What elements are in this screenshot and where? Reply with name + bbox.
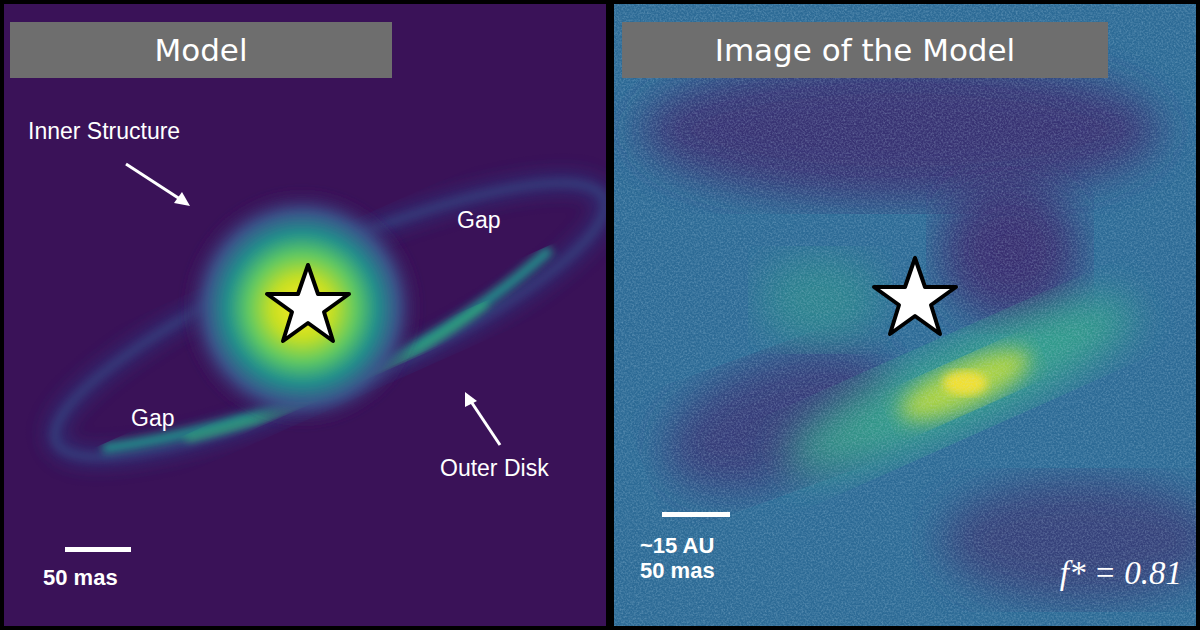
- leader-line: [126, 164, 183, 201]
- star-symbol: [267, 265, 349, 341]
- title-bar: Image of the Model: [622, 22, 1108, 78]
- title-bar: Model: [10, 22, 392, 78]
- scale-label: ~15 AU: [640, 533, 714, 559]
- outer-disk: [28, 136, 606, 504]
- scale-label: 50 mas: [43, 565, 118, 591]
- star-symbol: [874, 258, 956, 334]
- annotation: Inner Structure: [28, 118, 180, 145]
- panel-title: Model: [154, 32, 247, 68]
- scale-bar: [65, 547, 131, 552]
- annotation: Outer Disk: [440, 455, 549, 482]
- annotation: Gap: [457, 207, 500, 234]
- annotation: Gap: [131, 405, 174, 432]
- image-panel: [614, 4, 1196, 626]
- panel-title: Image of the Model: [715, 32, 1015, 68]
- flux-fraction: f* = 0.81: [1060, 555, 1182, 592]
- scale-bar: [662, 512, 730, 517]
- scale-label: 50 mas: [640, 558, 715, 584]
- leader-line: [470, 400, 500, 445]
- inner-structure: [182, 188, 422, 428]
- model-panel: [4, 4, 606, 626]
- arrowhead: [465, 392, 477, 407]
- arrowhead: [174, 192, 190, 206]
